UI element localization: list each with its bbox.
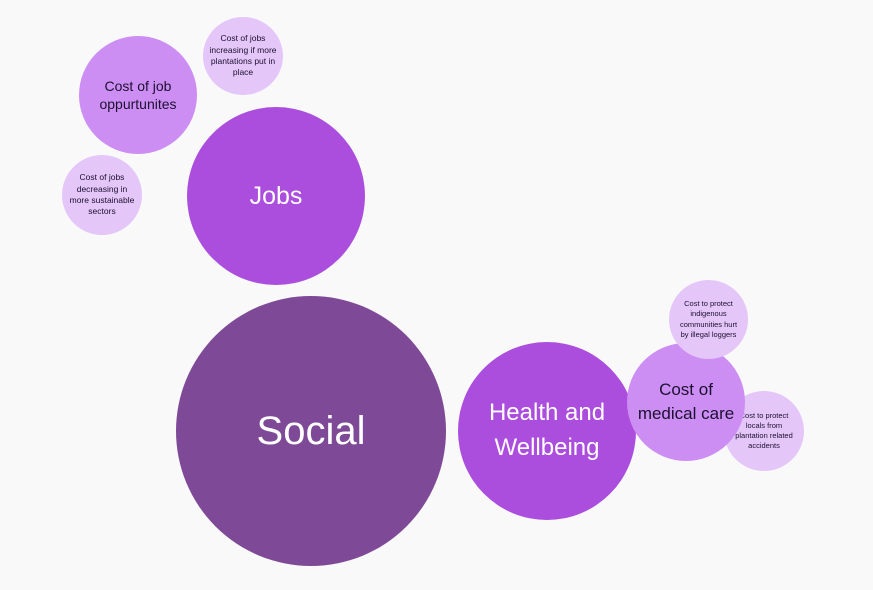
bubble-label-cost-medical-care: Cost of medical care (637, 380, 735, 423)
bubble-label-jobs: Jobs (249, 181, 303, 210)
bubble-label-cost-jobs-decreasing: Cost of jobs decreasing in more sustaina… (69, 172, 135, 217)
bubble-social: Social (176, 296, 446, 566)
bubble-label-social: Social (256, 409, 366, 453)
bubble-label-cost-protect-indigenous: Cost to protect indigenous communities h… (679, 299, 738, 339)
bubble-health-wellbeing: Health and Wellbeing (458, 342, 636, 520)
bubble-label-cost-job-opportunities: Cost of job oppurtunites (99, 77, 177, 112)
bubble-cost-jobs-increasing: Cost of jobs increasing if more plantati… (203, 17, 283, 95)
bubble-jobs: Jobs (187, 107, 365, 285)
bubble-label-health-wellbeing: Health and Wellbeing (488, 399, 606, 461)
bubble-cost-jobs-decreasing: Cost of jobs decreasing in more sustaina… (62, 155, 142, 235)
bubble-cost-medical-care: Cost of medical care (627, 343, 745, 461)
bubble-label-cost-protect-locals: Cost to protect locals from plantation r… (735, 410, 793, 451)
bubble-cost-protect-indigenous: Cost to protect indigenous communities h… (669, 280, 748, 359)
bubble-cost-job-opportunities: Cost of job oppurtunites (79, 36, 197, 154)
bubble-label-cost-jobs-increasing: Cost of jobs increasing if more plantati… (209, 33, 277, 78)
